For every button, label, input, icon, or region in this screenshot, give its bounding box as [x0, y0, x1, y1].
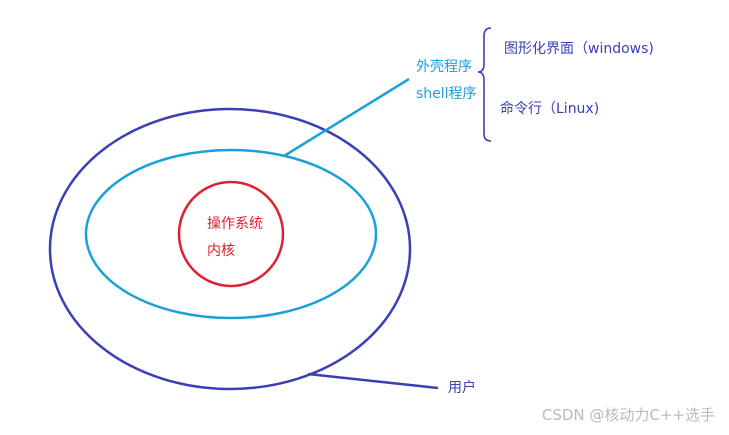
shell-ellipse: [84, 148, 378, 320]
user-connector-line: [307, 372, 439, 390]
shell-connector-line: [283, 77, 410, 158]
shell-label-line2: shell程序: [416, 86, 477, 102]
outer-user-ellipse: [48, 107, 412, 391]
shell-types-brace: [477, 27, 492, 142]
kernel-label-line1: 操作系统: [207, 216, 263, 232]
shell-label-line1: 外壳程序: [416, 59, 472, 75]
watermark-text: CSDN @核动力C++选手: [541, 406, 715, 424]
kernel-circle: [177, 180, 285, 288]
user-label: 用户: [448, 380, 476, 396]
kernel-label-line2: 内核: [207, 243, 235, 259]
cli-shell-label: 命令行（Linux): [500, 101, 600, 117]
gui-shell-label: 图形化界面（windows): [504, 41, 654, 57]
